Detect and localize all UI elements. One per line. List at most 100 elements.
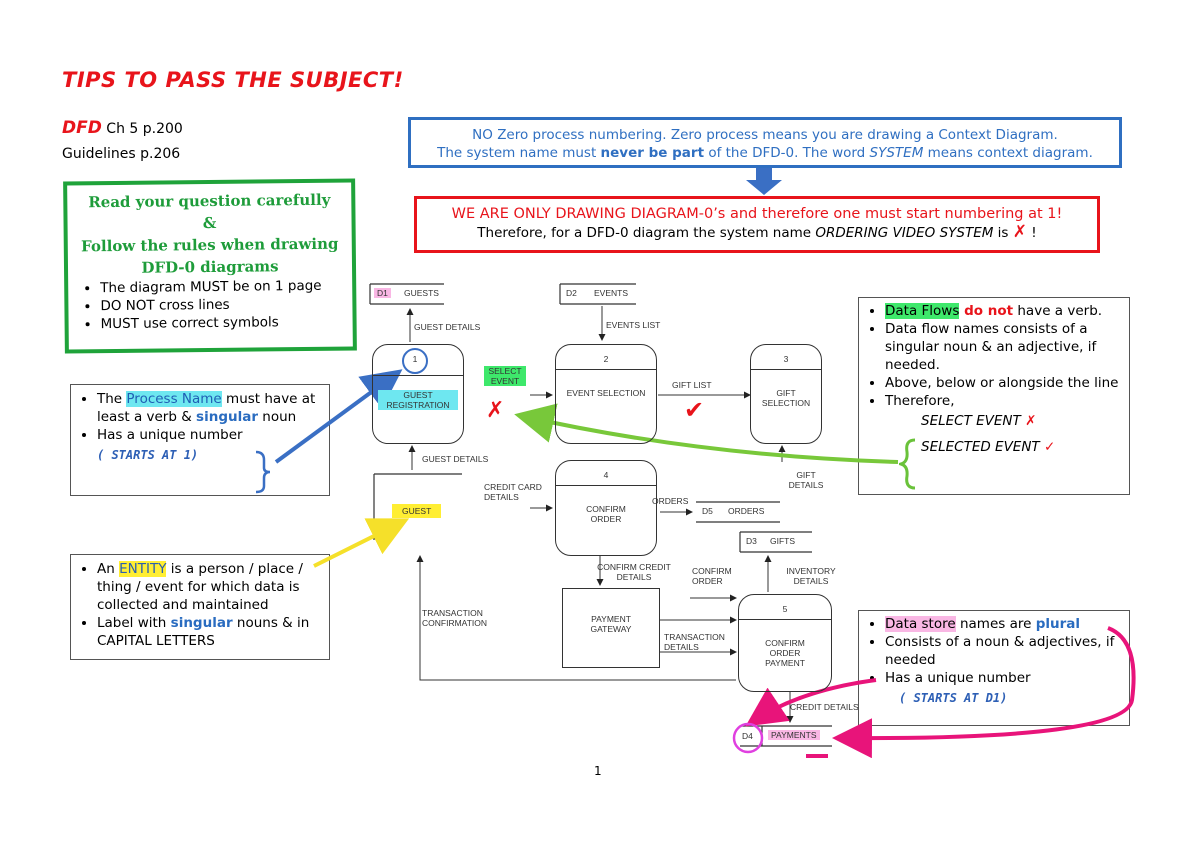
flow-rule-4: Therefore, bbox=[885, 392, 1125, 410]
process-5 bbox=[738, 594, 832, 692]
process-3-number: 3 bbox=[783, 354, 789, 364]
flow-example-1: SELECT EVENT ✗ bbox=[863, 412, 1125, 430]
dfd-reference: DFD Ch 5 p.200 bbox=[62, 118, 183, 138]
process-1-number-circle bbox=[402, 348, 428, 374]
zero-process-note: NO Zero process numbering. Zero process … bbox=[408, 117, 1122, 168]
store-d1-name: GUESTS bbox=[404, 288, 439, 298]
check-icon: ✓ bbox=[1043, 439, 1056, 455]
process-name-highlight: Process Name bbox=[126, 391, 222, 407]
store-d4-name: PAYMENTS bbox=[768, 730, 820, 740]
note-line-2: The system name must never be part of th… bbox=[417, 144, 1113, 162]
flow-events-list: EVENTS LIST bbox=[606, 320, 661, 330]
process-4-label: CONFIRM ORDER bbox=[586, 504, 626, 524]
numbering-note: WE ARE ONLY DRAWING DIAGRAM-0’s and ther… bbox=[414, 196, 1100, 253]
note-text: of the DFD-0. The word bbox=[704, 145, 870, 161]
note-text: The system name must bbox=[437, 145, 601, 161]
store-d2-name: EVENTS bbox=[594, 288, 629, 298]
entity-box: An ENTITY is a person / place / thing / … bbox=[70, 554, 330, 660]
note-emphasis: never be part bbox=[600, 145, 705, 161]
flow-transaction-details: TRANSACTION DETAILS bbox=[664, 632, 725, 652]
process-2-number: 2 bbox=[603, 354, 609, 364]
process-4-number: 4 bbox=[603, 470, 609, 480]
note-italic: SYSTEM bbox=[869, 145, 924, 161]
flow-rule-2: Data flow names consists of a singular n… bbox=[885, 320, 1125, 374]
cross-icon: ✗ bbox=[1025, 413, 1037, 429]
dfd-chapter: Ch 5 p.200 bbox=[101, 121, 183, 137]
entity-rule-1: An ENTITY is a person / place / thing / … bbox=[97, 560, 325, 614]
process-rule-2: Has a unique number bbox=[97, 426, 325, 444]
flow-example-2: SELECTED EVENT ✓ bbox=[863, 438, 1125, 456]
flow-gift-list: GIFT LIST bbox=[672, 380, 712, 390]
flow-credit-details: CREDIT DETAILS bbox=[790, 702, 859, 712]
flow-rule-1: Data Flows do not have a verb. bbox=[885, 302, 1125, 320]
singular-highlight: singular bbox=[196, 409, 258, 425]
text: noun bbox=[258, 409, 297, 425]
process-1 bbox=[372, 344, 464, 444]
text: must have at least a verb & bbox=[97, 391, 316, 425]
text: nouns & in CAPITAL LETTERS bbox=[97, 615, 310, 649]
down-arrow-icon bbox=[746, 168, 782, 195]
store-d4-id: D4 bbox=[742, 731, 753, 741]
note-text: means context diagram. bbox=[923, 145, 1093, 161]
text: The bbox=[97, 391, 127, 407]
store-rule-1: Data store names are plural bbox=[885, 615, 1125, 633]
cross-icon: ✗ bbox=[486, 398, 505, 423]
entity-payment-gateway bbox=[562, 588, 660, 668]
data-store-highlight: Data store bbox=[885, 616, 956, 632]
process-name-box: The Process Name must have at least a ve… bbox=[70, 384, 330, 496]
flow-rule-3: Above, below or alongside the line bbox=[885, 374, 1125, 392]
numbering-line-1: WE ARE ONLY DRAWING DIAGRAM-0’s and ther… bbox=[451, 206, 1063, 222]
flow-guest-details-top: GUEST DETAILS bbox=[414, 322, 481, 332]
store-rule-2: Consists of a noun & adjectives, if need… bbox=[885, 633, 1125, 669]
process-5-label: CONFIRM ORDER PAYMENT bbox=[765, 638, 805, 668]
process-2 bbox=[555, 344, 657, 444]
process-rule-1: The Process Name must have at least a ve… bbox=[97, 390, 325, 426]
page-number: 1 bbox=[594, 764, 602, 778]
entity-guest: GUEST bbox=[392, 504, 442, 518]
store-d3-name: GIFTS bbox=[770, 536, 796, 546]
text: SELECT EVENT bbox=[921, 413, 1021, 429]
store-d5-name: ORDERS bbox=[728, 506, 765, 516]
select-event-flow: SELECT EVENT bbox=[484, 366, 526, 386]
store-d5-id: D5 bbox=[702, 506, 713, 516]
process-3-label: GIFT SELECTION bbox=[761, 388, 811, 408]
do-not-emphasis: do not bbox=[959, 303, 1014, 319]
text: SELECTED EVENT bbox=[921, 439, 1040, 455]
process-1-number: 1 bbox=[412, 354, 418, 364]
store-d1-id: D1 bbox=[374, 288, 391, 298]
process-start-note: ( STARTS AT 1) bbox=[97, 448, 199, 462]
entity-highlight: ENTITY bbox=[119, 561, 167, 577]
data-flows-box: Data Flows do not have a verb. Data flow… bbox=[858, 297, 1130, 495]
guidelines-reference: Guidelines p.206 bbox=[62, 146, 181, 162]
text: An bbox=[97, 561, 120, 577]
store-d2-id: D2 bbox=[566, 288, 577, 298]
flow-inventory-details: INVENTORY DETAILS bbox=[786, 566, 836, 586]
flow-transaction-confirmation: TRANSACTION CONFIRMATION bbox=[422, 608, 488, 628]
brace-icon bbox=[899, 438, 916, 490]
plural-highlight: plural bbox=[1035, 616, 1080, 632]
process-5-number: 5 bbox=[782, 604, 788, 614]
note-text: ! bbox=[1027, 225, 1037, 241]
text: Label with bbox=[97, 615, 171, 631]
text: is a person / place / thing / event for … bbox=[97, 561, 303, 613]
store-d3-id: D3 bbox=[746, 536, 757, 546]
process-4 bbox=[555, 460, 657, 556]
data-flows-highlight: Data Flows bbox=[885, 303, 960, 319]
cross-icon: ✗ bbox=[1012, 222, 1028, 242]
process-1-label: GUEST REGISTRATION bbox=[378, 390, 458, 410]
data-stores-box: Data store names are plural Consists of … bbox=[858, 610, 1130, 726]
note-line-1: NO Zero process numbering. Zero process … bbox=[472, 127, 1058, 143]
text: have a verb. bbox=[1013, 303, 1103, 319]
store-start-note: ( STARTS AT D1) bbox=[899, 691, 1008, 705]
note-italic: ORDERING VIDEO SYSTEM bbox=[815, 225, 994, 241]
note-text: Therefore, for a DFD-0 diagram the syste… bbox=[477, 225, 816, 241]
flow-confirm-order: CONFIRM ORDER bbox=[692, 566, 732, 586]
flow-guest-details: GUEST DETAILS bbox=[422, 454, 489, 464]
check-icon: ✔ bbox=[684, 396, 705, 424]
process-3 bbox=[750, 344, 822, 444]
numbering-line-2: Therefore, for a DFD-0 diagram the syste… bbox=[423, 223, 1091, 242]
flow-credit-card-details: CREDIT CARD DETAILS bbox=[484, 482, 542, 502]
note-text: is bbox=[993, 225, 1013, 241]
dfd-label: DFD bbox=[62, 118, 102, 138]
entity-payment-gateway-label: PAYMENT GATEWAY bbox=[590, 614, 632, 634]
